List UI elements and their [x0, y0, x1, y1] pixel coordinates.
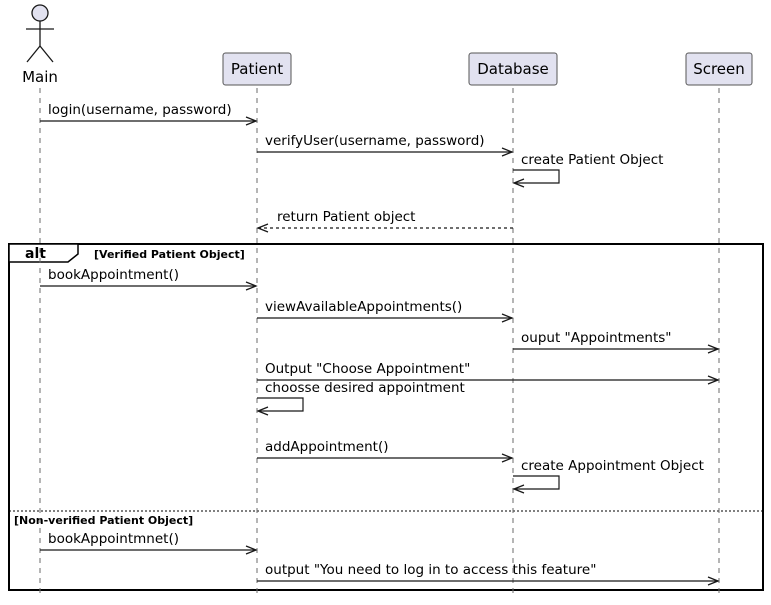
message-5: bookAppointment() [40, 267, 258, 291]
message-label: viewAvailableAppointments() [265, 299, 462, 315]
arrowhead-icon [256, 406, 269, 416]
alt-guard-non-verified: [Non-verified Patient Object] [14, 514, 193, 527]
arrowhead-icon [501, 453, 514, 463]
message-6: viewAvailableAppointments() [257, 299, 514, 323]
arrowhead-icon [707, 344, 720, 354]
message-label: bookAppointment() [48, 267, 179, 283]
participant-box-screen [685, 52, 753, 86]
arrowhead-icon [512, 484, 525, 494]
arrowhead-icon [707, 576, 720, 586]
message-label: addAppointment() [265, 439, 388, 455]
self-message-line [257, 397, 304, 412]
arrowhead-icon [245, 116, 258, 126]
alt-guard-verified: [Verified Patient Object] [94, 248, 245, 261]
message-label: output "You need to log in to access thi… [265, 562, 596, 578]
alt-fragment-tab [8, 243, 79, 263]
participant-label-database: Database [477, 60, 549, 78]
message-3: create Patient Object [512, 152, 663, 188]
message-label: ouput "Appointments" [521, 330, 672, 346]
arrowhead-icon [501, 147, 514, 157]
alt-fragment-frame [8, 243, 764, 591]
message-label: create Patient Object [521, 152, 663, 168]
arrowhead-icon [707, 375, 720, 385]
actor-label-main: Main [22, 68, 58, 86]
message-12: bookAppointmnet() [40, 531, 258, 555]
message-13: output "You need to log in to access thi… [257, 562, 720, 586]
message-11: create Appointment Object [512, 458, 704, 494]
message-label: bookAppointmnet() [48, 531, 179, 547]
participant-label-patient: Patient [231, 60, 283, 78]
message-9: choosse desired appointment [256, 380, 465, 416]
message-4: return Patient object [256, 209, 513, 233]
message-label: create Appointment Object [521, 458, 704, 474]
message-label: choosse desired appointment [265, 380, 465, 396]
message-8: Output "Choose Appointment" [257, 361, 720, 385]
arrowhead-icon [512, 178, 525, 188]
actor-figure-icon [26, 4, 54, 63]
arrowhead-icon [501, 313, 514, 323]
arrowhead-icon [245, 545, 258, 555]
message-2: verifyUser(username, password) [257, 133, 514, 157]
arrowhead-icon [245, 281, 258, 291]
message-label: Output "Choose Appointment" [265, 361, 470, 377]
participant-label-screen: Screen [693, 60, 745, 78]
message-label: verifyUser(username, password) [265, 133, 485, 149]
alt-fragment-keyword: alt [25, 246, 46, 262]
participant-box-patient [222, 52, 292, 86]
arrowhead-icon [256, 223, 269, 233]
self-message-line [513, 169, 560, 184]
message-label: return Patient object [277, 209, 415, 225]
self-message-line [513, 475, 560, 490]
message-1: login(username, password) [40, 102, 258, 126]
message-10: addAppointment() [257, 439, 514, 463]
message-label: login(username, password) [48, 102, 232, 118]
participant-box-database [468, 52, 558, 86]
message-7: ouput "Appointments" [513, 330, 720, 354]
